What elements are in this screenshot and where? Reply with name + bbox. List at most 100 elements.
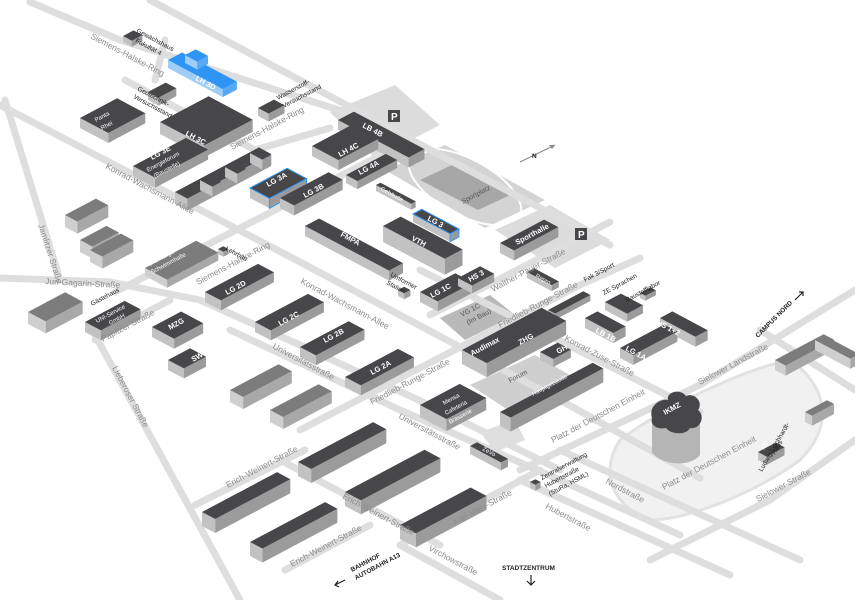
lg3-building[interactable]	[411, 208, 460, 243]
building-side	[815, 340, 851, 369]
ze-sprachen-building[interactable]	[605, 293, 643, 322]
building-side	[775, 360, 786, 376]
building-side	[202, 512, 216, 533]
road-sielower-landstrasse	[516, 286, 855, 474]
sporthalle-building[interactable]	[500, 219, 559, 261]
building-side	[312, 146, 339, 171]
hs12-building[interactable]	[660, 311, 708, 347]
building-roof	[80, 225, 119, 247]
building-side	[346, 175, 358, 190]
lg2d-building[interactable]	[205, 263, 274, 311]
building-side	[255, 322, 271, 341]
building-front	[45, 301, 83, 334]
uni-service-building[interactable]	[85, 300, 141, 341]
vth-building[interactable]	[383, 216, 463, 275]
h-building-mid-2[interactable]	[270, 384, 332, 429]
mzg-building[interactable]	[152, 311, 204, 349]
building-roof	[300, 321, 365, 356]
audimax-zhg-building[interactable]	[462, 307, 567, 378]
building-roof	[185, 49, 208, 62]
campus-nord-wing[interactable]	[815, 335, 855, 369]
lg3a-finger-3[interactable]	[250, 148, 272, 170]
gaestehaus-building[interactable]	[28, 292, 83, 334]
building-side	[500, 243, 515, 261]
building-roof	[90, 233, 134, 257]
ibz-building[interactable]	[758, 442, 785, 465]
building-front	[77, 205, 109, 234]
lg2b-building[interactable]	[300, 321, 365, 366]
building-roof	[458, 266, 495, 286]
building-front	[294, 179, 343, 216]
building-roof	[270, 384, 332, 417]
lg3a-comb-building[interactable]	[175, 147, 272, 211]
gebaeude-strip[interactable]	[376, 182, 416, 210]
building-front	[167, 252, 219, 288]
gh-building[interactable]	[540, 342, 571, 367]
mensa-building[interactable]	[420, 383, 487, 432]
building-front	[360, 458, 441, 515]
building-front	[212, 181, 222, 197]
building-front	[437, 282, 473, 312]
repro-building[interactable]	[527, 268, 559, 292]
building-side	[90, 250, 103, 269]
ikmz-building[interactable]	[651, 391, 702, 464]
lg4a-building[interactable]	[346, 153, 398, 190]
lg3a-building[interactable]	[248, 167, 308, 210]
lehrbau-building[interactable]	[218, 246, 229, 257]
road-erich-weinert-strasse-3	[281, 521, 374, 574]
building-front	[268, 105, 285, 122]
east-building[interactable]	[805, 400, 835, 426]
wa3-building[interactable]	[298, 422, 387, 483]
wa2-building[interactable]	[345, 449, 441, 515]
arrow-stadtzentrum-icon	[526, 575, 536, 586]
building-front	[215, 479, 291, 533]
building-side	[500, 412, 511, 432]
lb1b-building[interactable]	[585, 311, 626, 343]
wa1-building[interactable]	[400, 487, 487, 548]
building-front	[553, 349, 571, 367]
lg3e-building[interactable]	[133, 137, 209, 188]
parking-sign: P	[388, 110, 400, 123]
h-building-west-1[interactable]	[65, 198, 109, 234]
building-side	[133, 166, 156, 188]
schwimmhalle-building[interactable]	[145, 240, 219, 288]
lg2c-building[interactable]	[255, 293, 324, 341]
fmpa-building[interactable]	[305, 218, 403, 281]
building-front	[645, 290, 656, 301]
lg1a-building[interactable]	[620, 324, 678, 365]
road-lieberoser-strasse	[91, 331, 244, 600]
umformer-building[interactable]	[398, 286, 411, 300]
panta-rhei-building[interactable]	[80, 98, 146, 143]
sw-building[interactable]	[168, 348, 206, 379]
building-roof	[585, 311, 626, 333]
hauptgebaeude-building[interactable]	[500, 362, 604, 432]
zentralverwaltung-building[interactable]	[530, 479, 541, 491]
north-arrow	[519, 144, 556, 163]
hs3-building[interactable]	[458, 266, 495, 294]
lg3b-building[interactable]	[280, 172, 343, 216]
lg3a-finger-1[interactable]	[200, 175, 222, 197]
lh3d-wing[interactable]	[185, 49, 208, 70]
lg2a-building[interactable]	[345, 348, 414, 396]
lg3a-finger-2[interactable]	[225, 162, 247, 184]
building-front	[360, 357, 414, 396]
road-siemens-connector	[151, 36, 169, 84]
h-building-mid-1[interactable]	[230, 364, 292, 409]
h-building-west-3[interactable]	[90, 233, 134, 269]
building-front	[102, 240, 134, 269]
zevo-building[interactable]	[470, 442, 508, 471]
building-front	[315, 329, 365, 366]
building-front	[270, 302, 324, 341]
wa4-building[interactable]	[202, 472, 291, 533]
building-roof	[168, 348, 206, 369]
lg10-building[interactable]	[250, 502, 338, 563]
street-label: Juri-Gagarin-Straße	[45, 276, 121, 290]
wasserstoff-building[interactable]	[258, 99, 285, 122]
geotechnik-building[interactable]	[148, 82, 177, 106]
lh4c-building[interactable]	[312, 124, 379, 171]
baustofflabor-building[interactable]	[640, 287, 656, 301]
gewaechshaus-building[interactable]	[123, 30, 143, 47]
building-roof	[148, 82, 177, 98]
road-erich-weinert-strasse-1	[191, 446, 309, 509]
